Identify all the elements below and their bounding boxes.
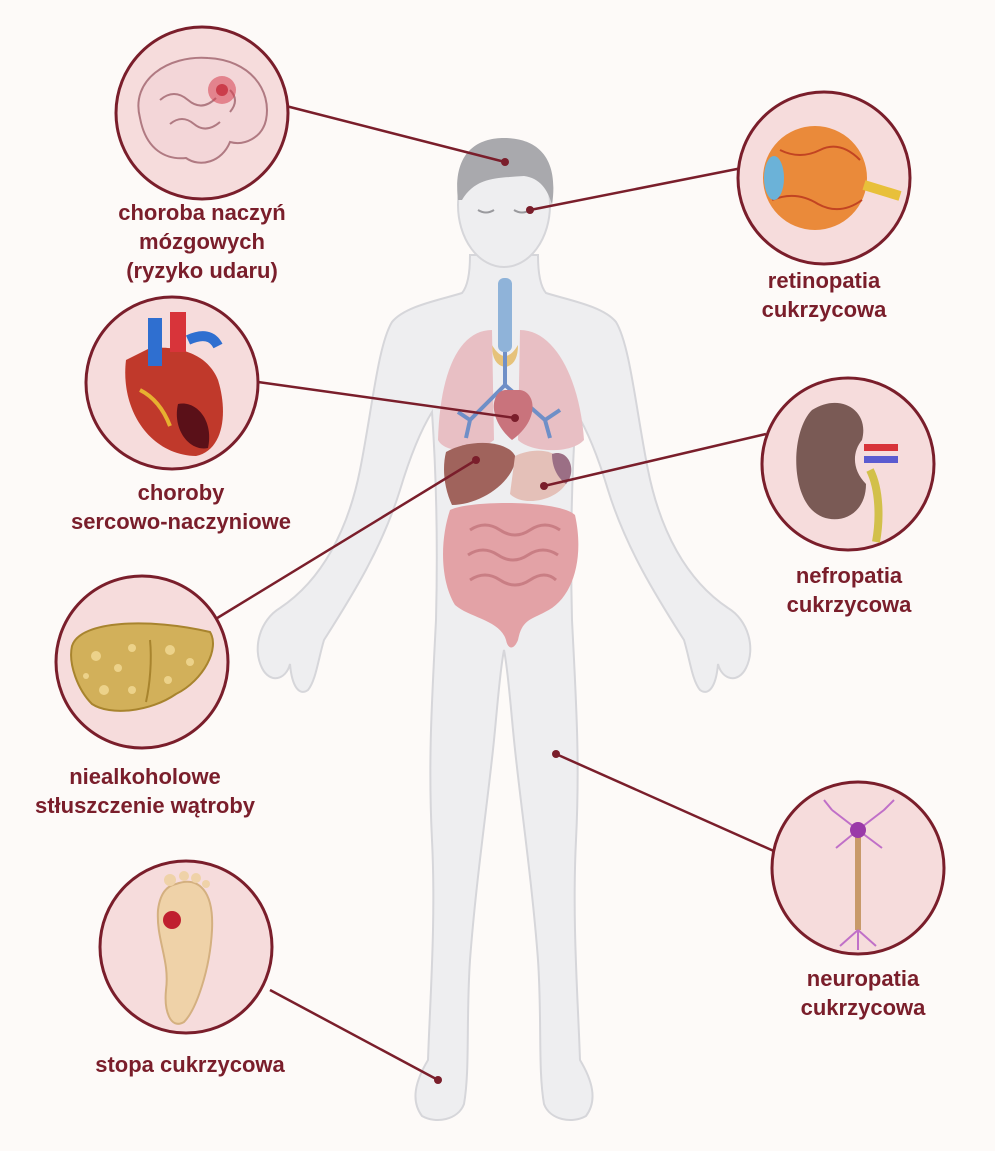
eye-circle (738, 92, 910, 264)
dot-liver (472, 456, 480, 464)
dot-heart (511, 414, 519, 422)
label-eye: retinopatia cukrzycowa (734, 266, 914, 324)
label-kidney: nefropatia cukrzycowa (764, 561, 934, 619)
liver-circle (56, 576, 228, 748)
dot-nerve (552, 750, 560, 758)
leader-line-nerve (556, 754, 776, 852)
dot-brain (501, 158, 509, 166)
label-liver-line1: niealkoholowe (14, 762, 276, 791)
nerve-circle (772, 782, 944, 954)
label-brain-line2: mózgowych (92, 227, 312, 256)
label-foot: stopa cukrzycowa (70, 1050, 310, 1079)
label-liver: niealkoholowe stłuszczenie wątroby (14, 762, 276, 820)
label-liver-line2: stłuszczenie wątroby (14, 791, 276, 820)
leader-line-brain (286, 106, 505, 162)
label-nerve-line2: cukrzycowa (778, 993, 948, 1022)
foot-circle (100, 861, 272, 1033)
kidney-circle (762, 378, 934, 550)
label-kidney-line2: cukrzycowa (764, 590, 934, 619)
human-body (258, 138, 751, 1120)
label-nerve: neuropatia cukrzycowa (778, 964, 948, 1022)
label-eye-line1: retinopatia (734, 266, 914, 295)
label-brain-line1: choroba naczyń (92, 198, 312, 227)
label-heart-line2: sercowo-naczyniowe (66, 507, 296, 536)
dot-foot (434, 1076, 442, 1084)
label-nerve-line1: neuropatia (778, 964, 948, 993)
trachea (498, 278, 512, 352)
label-brain-line3: (ryzyko udaru) (92, 256, 312, 285)
label-brain: choroba naczyń mózgowych (ryzyko udaru) (92, 198, 312, 285)
label-kidney-line1: nefropatia (764, 561, 934, 590)
label-heart-line1: choroby (66, 478, 296, 507)
label-heart: choroby sercowo-naczyniowe (66, 478, 296, 536)
heart-circle (86, 297, 258, 469)
dot-kidney (540, 482, 548, 490)
label-foot-line1: stopa cukrzycowa (70, 1050, 310, 1079)
leader-line-eye (530, 168, 742, 210)
brain-circle (116, 27, 288, 199)
label-eye-line2: cukrzycowa (734, 295, 914, 324)
dot-eye (526, 206, 534, 214)
